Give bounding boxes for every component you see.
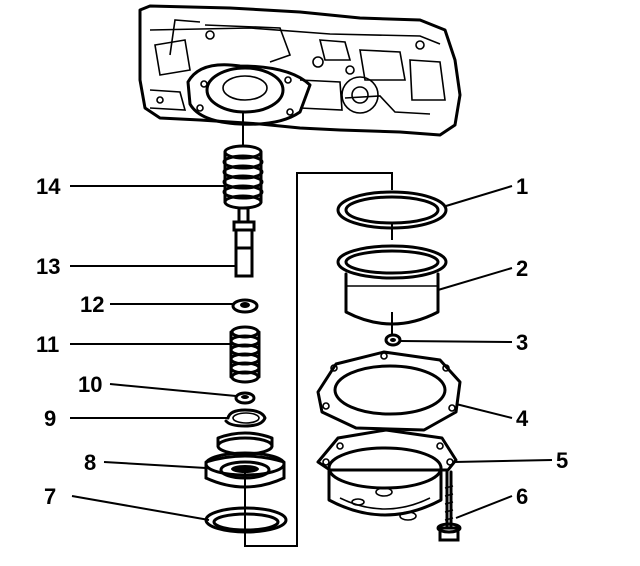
callout-5: 5 — [556, 448, 568, 473]
callout-2: 2 — [516, 256, 528, 281]
callout-11: 11 — [36, 332, 59, 357]
callout-4: 4 — [516, 406, 529, 431]
snap-ring — [224, 408, 267, 428]
callout-7: 7 — [44, 484, 56, 509]
callout-3: 3 — [516, 330, 528, 355]
servo-pin — [232, 206, 256, 278]
assembly-connector-line — [244, 172, 393, 547]
callout-12: 12 — [80, 292, 104, 317]
leader-lines — [70, 185, 553, 521]
callout-8: 8 — [84, 450, 96, 475]
cover-gasket — [316, 350, 462, 432]
washer — [231, 298, 259, 314]
callout-labels: 14 13 12 11 10 9 8 7 1 2 3 4 5 6 — [36, 174, 568, 509]
servo-cover — [316, 428, 458, 521]
callout-1: 1 — [516, 174, 528, 199]
callout-6: 6 — [516, 484, 528, 509]
outer-spring — [222, 144, 264, 210]
callout-14: 14 — [36, 174, 61, 199]
callout-13: 13 — [36, 254, 60, 279]
small-o-ring — [384, 333, 402, 347]
callout-10: 10 — [78, 372, 102, 397]
servo-piston-cup — [336, 244, 448, 326]
transmission-case — [138, 4, 462, 137]
callout-9: 9 — [44, 406, 56, 431]
spring-retainer — [234, 391, 256, 405]
inner-spring — [229, 325, 261, 384]
cover-bolt — [436, 470, 462, 542]
